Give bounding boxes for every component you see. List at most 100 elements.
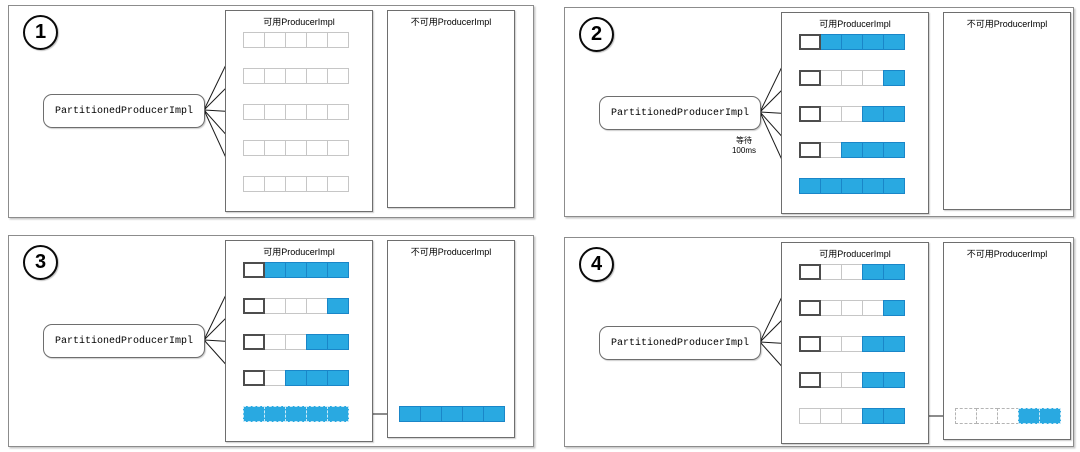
- step-number-badge: 3: [23, 245, 58, 280]
- queue-cell-filled: [883, 408, 905, 424]
- queue-cell-empty: [285, 176, 307, 192]
- queue-cell-empty: [820, 372, 842, 388]
- queue-cell-empty: [327, 32, 349, 48]
- producer-label: PartitionedProducerImpl: [54, 335, 194, 347]
- queue-cell-empty: [285, 68, 307, 84]
- queue-cell-filled: [327, 298, 349, 314]
- queue-cell-empty: [862, 70, 884, 86]
- queue-cell-empty: [799, 142, 821, 158]
- queue-cell-filled: [883, 106, 905, 122]
- queue-cell-empty: [820, 300, 842, 316]
- unavailable-header: 不可用ProducerImpl: [410, 247, 492, 257]
- queue-cell-empty: [841, 408, 863, 424]
- queue-cell-empty: [264, 68, 286, 84]
- queue-cell-filled: [327, 406, 349, 422]
- queue-cell-filled: [306, 262, 328, 278]
- queue-cell-filled: [462, 406, 484, 422]
- queue-cell-empty: [955, 408, 977, 424]
- queue-cell-filled: [799, 178, 821, 194]
- producer-node: PartitionedProducerImpl: [43, 324, 205, 358]
- queue-row: [799, 408, 905, 424]
- queue-row: [799, 106, 905, 122]
- available-header: 可用ProducerImpl: [263, 247, 335, 257]
- unavailable-container: 不可用ProducerImpl: [387, 240, 515, 438]
- queue-cell-empty: [841, 300, 863, 316]
- queue-cell-filled: [841, 142, 863, 158]
- queue-cell-filled: [264, 406, 286, 422]
- queue-cell-empty: [799, 300, 821, 316]
- queue-cell-filled: [1039, 408, 1061, 424]
- queue-cell-empty: [264, 334, 286, 350]
- queue-cell-filled: [883, 178, 905, 194]
- queue-cell-filled: [883, 300, 905, 316]
- queue-cell-filled: [327, 262, 349, 278]
- available-header: 可用ProducerImpl: [819, 19, 891, 29]
- queue-cell-filled: [420, 406, 442, 422]
- unavailable-header: 不可用ProducerImpl: [966, 249, 1048, 259]
- diagram-panel-2: 2 PartitionedProducerImpl 可用ProducerImpl…: [564, 7, 1074, 217]
- queue-cell-empty: [285, 298, 307, 314]
- diagram-panel-1: 1 PartitionedProducerImpl 可用ProducerImpl…: [8, 5, 534, 218]
- unavailable-container: 不可用ProducerImpl: [943, 242, 1071, 440]
- queue-cell-empty: [306, 32, 328, 48]
- queue-cell-empty: [306, 140, 328, 156]
- diagram-panel-3: 3 PartitionedProducerImpl 可用ProducerImpl…: [8, 235, 534, 447]
- queue-cell-empty: [976, 408, 998, 424]
- queue-cell-empty: [264, 32, 286, 48]
- queue-cell-filled: [285, 370, 307, 386]
- queue-cell-empty: [820, 336, 842, 352]
- queue-cell-empty: [799, 34, 821, 50]
- queue-cell-filled: [862, 106, 884, 122]
- queue-cell-empty: [799, 70, 821, 86]
- queue-cell-empty: [243, 140, 265, 156]
- queue-cell-filled: [883, 70, 905, 86]
- step-number: 3: [34, 251, 47, 273]
- wait-label-line2: 100ms: [731, 146, 756, 155]
- unavailable-header: 不可用ProducerImpl: [966, 19, 1048, 29]
- queue-cell-filled: [1018, 408, 1040, 424]
- queue-cell-filled: [483, 406, 505, 422]
- queue-row: [799, 264, 905, 280]
- queue-cell-filled: [327, 370, 349, 386]
- queue-cell-empty: [264, 140, 286, 156]
- producer-node: PartitionedProducerImpl: [599, 326, 761, 360]
- queue-row: [799, 178, 905, 194]
- queue-cell-empty: [243, 104, 265, 120]
- queue-cell-empty: [862, 300, 884, 316]
- producer-node: PartitionedProducerImpl: [599, 96, 761, 130]
- queue-cell-empty: [799, 372, 821, 388]
- queue-cell-empty: [820, 408, 842, 424]
- queue-cell-filled: [862, 178, 884, 194]
- queue-cell-empty: [841, 264, 863, 280]
- unavailable-header: 不可用ProducerImpl: [410, 17, 492, 27]
- queue-cell-empty: [264, 370, 286, 386]
- queue-cell-filled: [862, 408, 884, 424]
- queue-cell-empty: [799, 106, 821, 122]
- queue-cell-empty: [243, 68, 265, 84]
- queue-row: [799, 70, 905, 86]
- step-number-badge: 4: [579, 247, 614, 282]
- producer-node: PartitionedProducerImpl: [43, 94, 205, 128]
- queue-cell-empty: [841, 336, 863, 352]
- queue-cell-filled: [841, 178, 863, 194]
- queue-cell-empty: [820, 264, 842, 280]
- queue-row: [243, 370, 349, 386]
- queue-cell-filled: [441, 406, 463, 422]
- step-number: 4: [590, 253, 603, 275]
- queue-cell-empty: [285, 32, 307, 48]
- queue-cell-empty: [243, 262, 265, 278]
- queue-cell-filled: [264, 262, 286, 278]
- wait-label: 等待 100ms: [721, 136, 767, 156]
- queue-cell-empty: [306, 176, 328, 192]
- queue-cell-empty: [306, 298, 328, 314]
- wait-label-line1: 等待: [736, 136, 752, 145]
- queue-cell-filled: [883, 264, 905, 280]
- queue-cell-empty: [285, 334, 307, 350]
- queue-cell-filled: [862, 34, 884, 50]
- queue-row: [243, 32, 349, 48]
- queue-cell-empty: [841, 106, 863, 122]
- queue-cell-filled: [285, 406, 307, 422]
- queue-cell-empty: [841, 372, 863, 388]
- queue-cell-empty: [820, 70, 842, 86]
- queue-row: [243, 406, 349, 422]
